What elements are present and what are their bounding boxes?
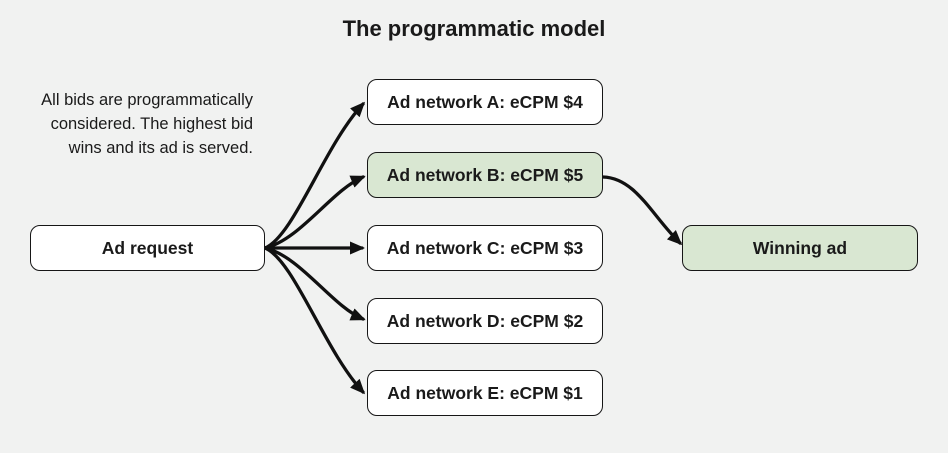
page-title: The programmatic model <box>342 16 606 41</box>
arrow-ad-request-to-network-b <box>263 175 366 250</box>
node-winning-ad-label: Winning ad <box>752 237 848 258</box>
node-ad-network-c-label: Ad network C: eCPM $3 <box>386 237 584 258</box>
node-ad-network-d: Ad network D: eCPM $2 <box>367 298 603 344</box>
node-ad-network-d-label: Ad network D: eCPM $2 <box>386 310 584 331</box>
note-line-1: All bids are programmatically <box>41 91 253 109</box>
node-ad-network-b: Ad network B: eCPM $5 <box>367 152 603 198</box>
node-ad-request-label: Ad request <box>101 237 194 258</box>
arrow-ad-request-to-network-e <box>263 246 366 395</box>
arrow-network-b-to-winning-ad <box>601 175 683 246</box>
note-line-3: wins and its ad is served. <box>68 139 253 157</box>
arrow-ad-request-to-network-d <box>263 246 366 321</box>
node-ad-network-a-label: Ad network A: eCPM $4 <box>387 91 583 112</box>
node-ad-request: Ad request <box>30 225 265 271</box>
node-ad-network-e-label: Ad network E: eCPM $1 <box>387 382 583 403</box>
node-ad-network-e: Ad network E: eCPM $1 <box>367 370 603 416</box>
node-ad-network-a: Ad network A: eCPM $4 <box>367 79 603 125</box>
node-ad-network-b-label: Ad network B: eCPM $5 <box>386 164 584 185</box>
arrow-ad-request-to-network-a <box>263 101 366 250</box>
node-winning-ad: Winning ad <box>682 225 918 271</box>
note-text: All bids are programmatically considered… <box>0 88 253 160</box>
note-line-2: considered. The highest bid <box>50 115 253 133</box>
node-ad-network-c: Ad network C: eCPM $3 <box>367 225 603 271</box>
